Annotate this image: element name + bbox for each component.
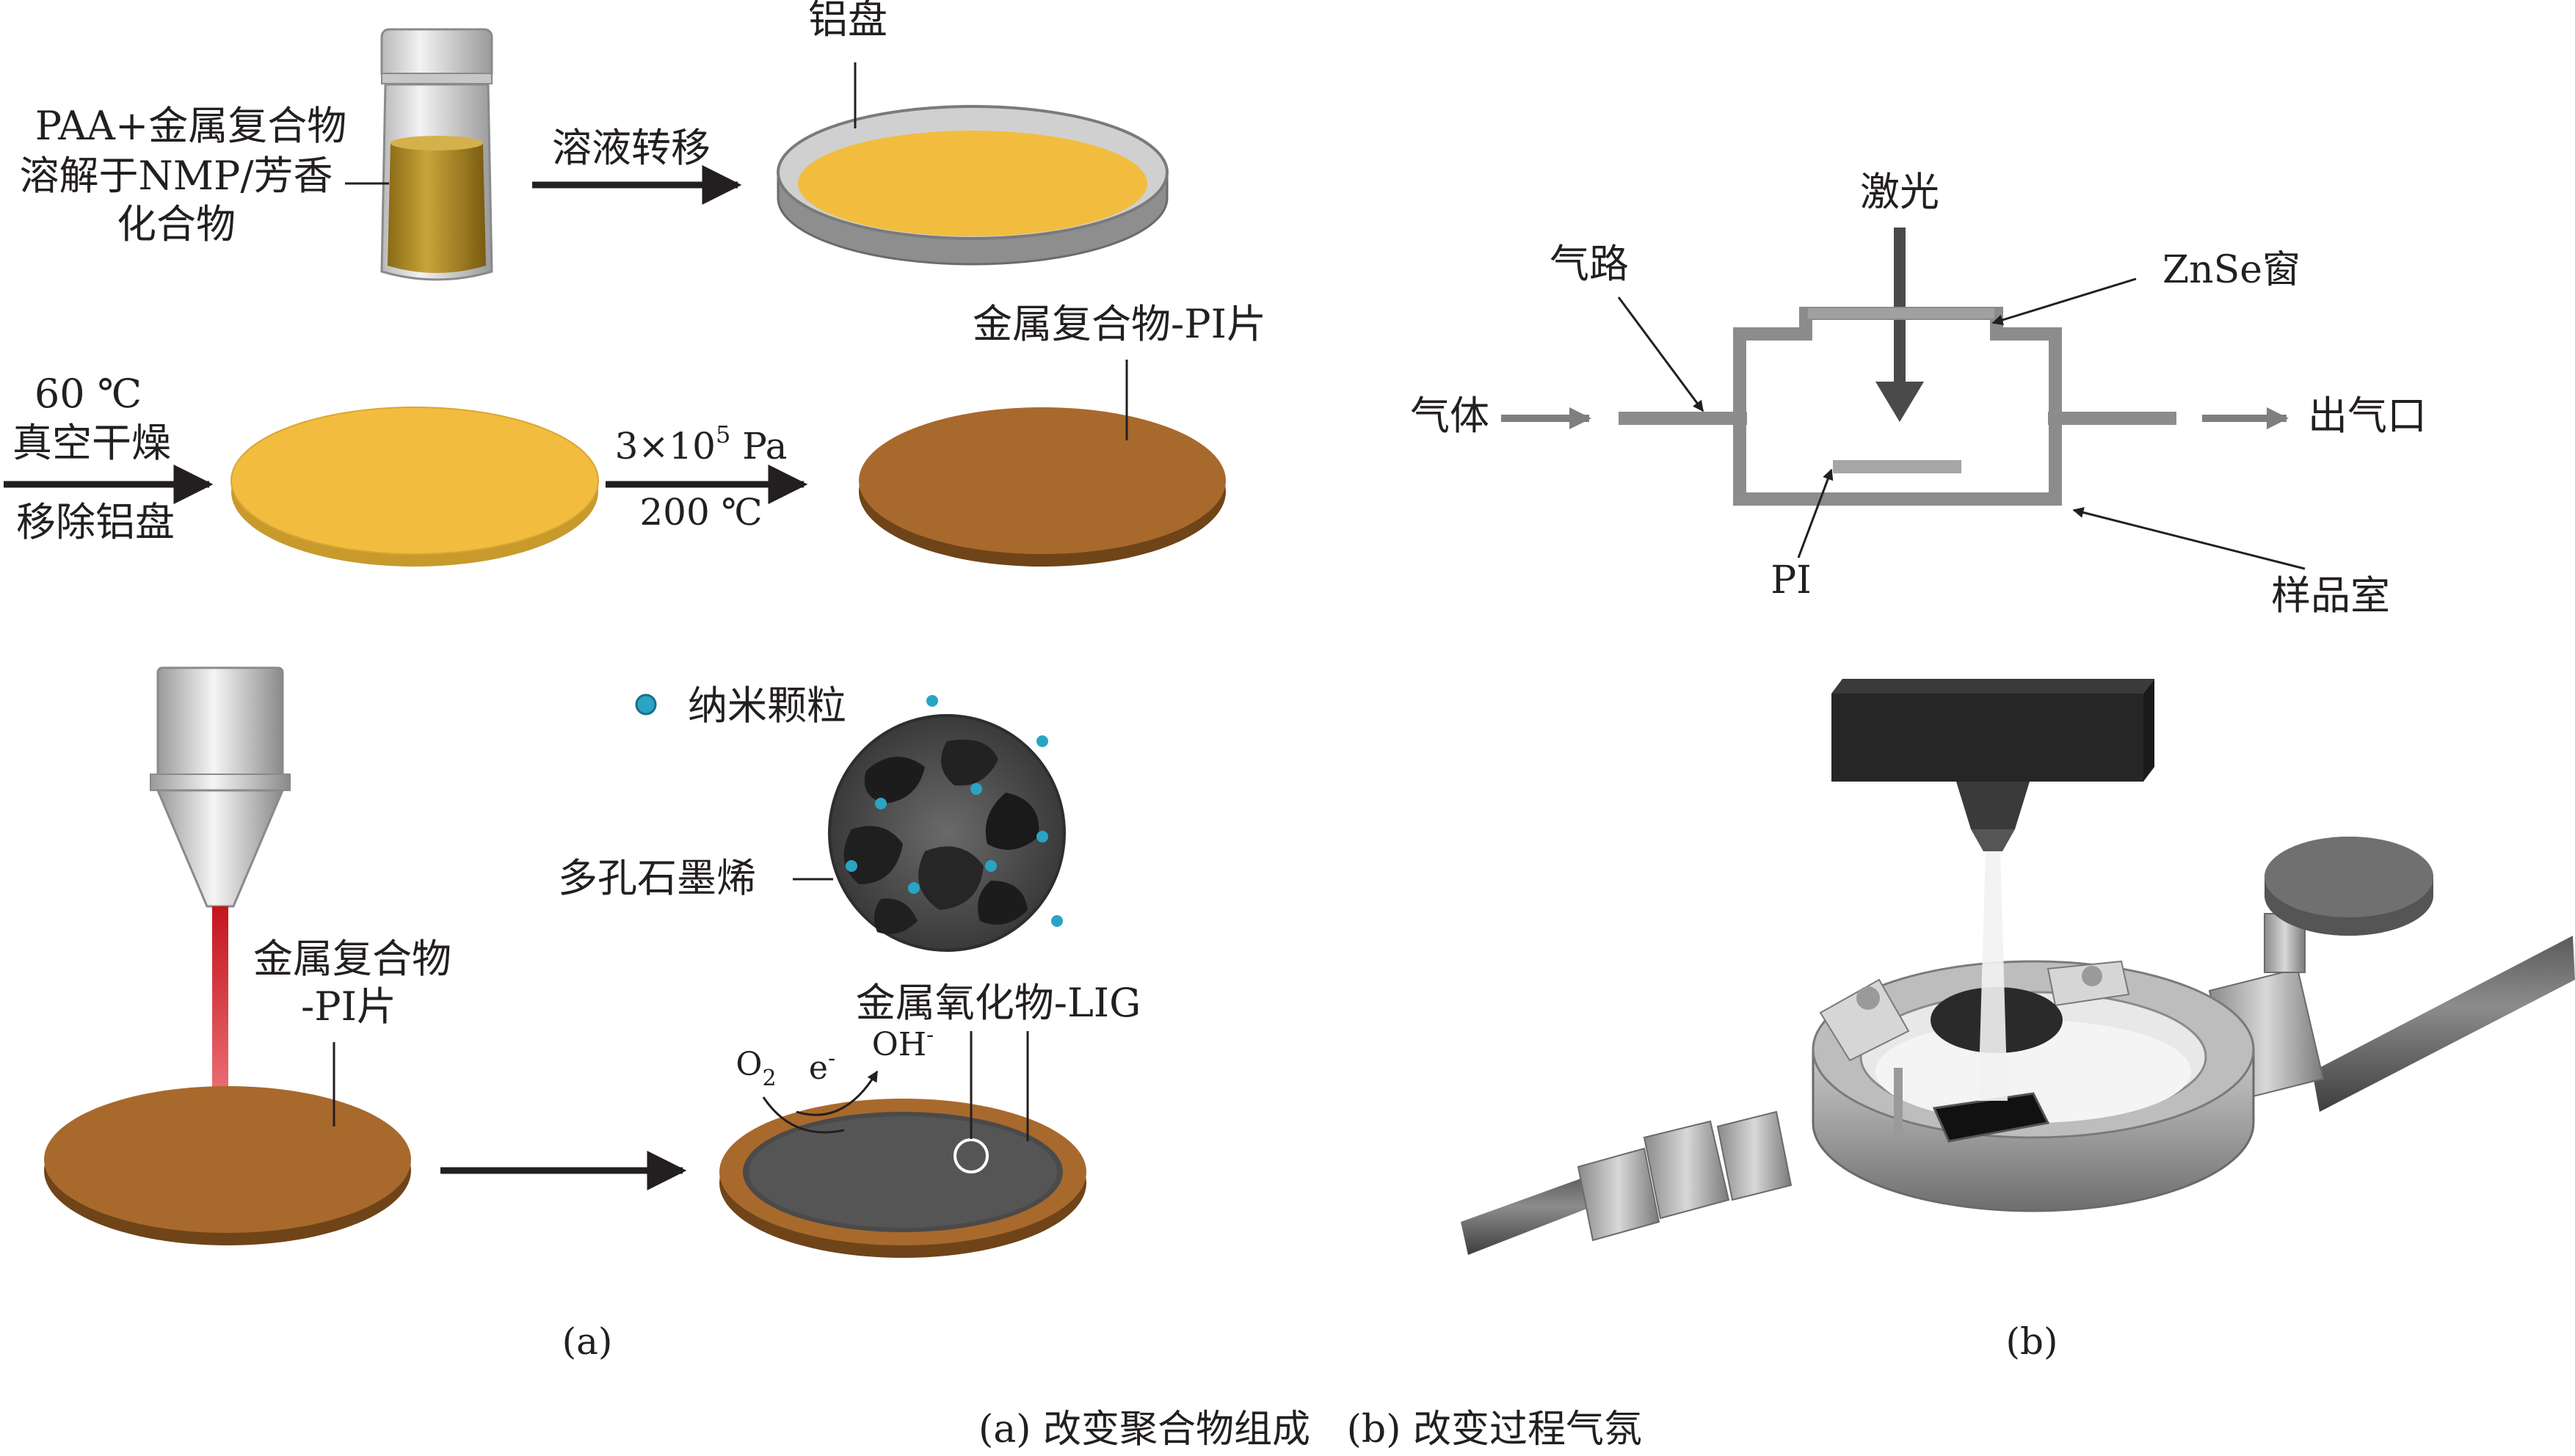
- gas-path-pointer: [1617, 296, 1704, 412]
- pi-sheet-label: 金属复合物-PI片: [973, 301, 1266, 347]
- chamber-pointer: [2072, 507, 2306, 570]
- laser-label: 激光: [1860, 169, 1939, 215]
- nanoparticle-label: 纳米颗粒: [688, 682, 846, 729]
- solution-jar: [380, 28, 493, 281]
- metal-oxide-lig-disc: [719, 1099, 1086, 1258]
- laser-beam: [212, 906, 228, 1145]
- jar-label-line3: 化合物: [117, 201, 236, 247]
- hydroxide-label: OH-: [872, 1022, 934, 1063]
- pressure-label: 3×105 Pa: [615, 421, 788, 467]
- laser-sheet-label-line1: 金属复合物: [253, 936, 451, 982]
- reaction-arrow: [796, 1070, 879, 1116]
- outlet-label: 出气口: [2308, 393, 2427, 439]
- znse-window: [1808, 308, 1994, 318]
- gas-path-label: 气路: [1550, 241, 1629, 287]
- metal-oxide-lig-label: 金属氧化物-LIG: [856, 980, 1141, 1026]
- sample-chamber-schematic: [1619, 307, 2176, 506]
- porous-graphene-label: 多孔石墨烯: [558, 855, 756, 901]
- laser-head: [150, 666, 291, 908]
- porous-graphene-zoom: [828, 695, 1066, 952]
- brown-pi-disc: [859, 407, 1226, 567]
- chamber-rendering: [1461, 679, 2575, 1255]
- pi-pointer: [1797, 468, 1834, 558]
- pi-label: PI: [1770, 558, 1812, 603]
- laser-sheet-label-line2: -PI片: [301, 983, 396, 1030]
- brown-pi-disc-irradiated: [44, 1086, 411, 1245]
- jar-label-line2: 溶解于NMP/芳香: [19, 153, 333, 199]
- vacuum-dry-label: 真空干燥: [12, 420, 171, 466]
- pi-sample: [1833, 460, 1961, 473]
- dish-label: 铝盘: [808, 0, 887, 43]
- laser-arrow-head: [1875, 382, 1924, 422]
- o2-label: O2: [736, 1046, 776, 1091]
- dry-temp-label: 60 ℃: [34, 371, 142, 417]
- znse-window-label: ZnSe窗: [2162, 248, 2300, 292]
- panel-b-caption: (b): [2005, 1320, 2058, 1363]
- figure-caption: (a) 改变聚合物组成 (b) 改变过程气氛: [978, 1408, 1642, 1452]
- yellow-film-disc: [230, 407, 599, 567]
- chamber-label: 样品室: [2271, 572, 2390, 619]
- nanoparticle-legend-dot: [635, 694, 657, 716]
- panel-b: 激光 气体 出气口 气路 ZnSe窗 PI 样品室: [1410, 169, 2575, 1363]
- remove-dish-label: 移除铝盘: [16, 499, 175, 545]
- jar-label-line1: PAA+金属复合物: [35, 103, 347, 149]
- panel-a-caption: (a): [562, 1320, 613, 1363]
- aluminum-dish: [777, 105, 1169, 266]
- press-temp-label: 200 ℃: [639, 491, 762, 534]
- electron-label: e-: [809, 1046, 835, 1087]
- znse-pointer: [1991, 277, 2137, 326]
- reaction-curve: [762, 1096, 845, 1134]
- panel-a: PAA+金属复合物 溶解于NMP/芳香 化合物 溶液转移 铝盘 60 ℃ 真空干…: [4, 0, 1266, 1363]
- transfer-label: 溶液转移: [552, 125, 711, 171]
- gas-label: 气体: [1410, 393, 1489, 439]
